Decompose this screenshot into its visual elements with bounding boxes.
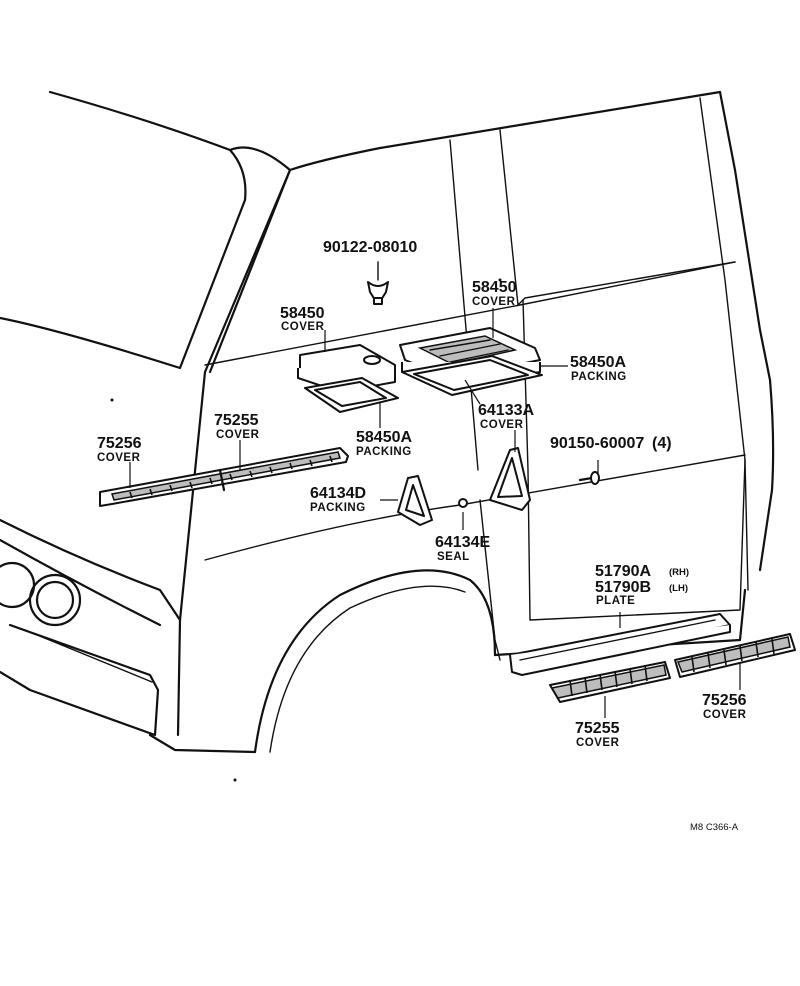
cover-upper-mid-part-no: 75255 xyxy=(214,412,259,429)
seal-name: SEAL xyxy=(437,551,470,563)
step-cover-left-part xyxy=(549,661,671,703)
packing-left-name: PACKING xyxy=(356,446,412,458)
plate-side-rh: (RH) xyxy=(669,567,689,578)
leader-lines xyxy=(129,308,741,718)
plate-side-lh: (LH) xyxy=(669,583,688,594)
screw-part-no: 90150-60007 xyxy=(550,435,644,452)
step-cover-left-name: COVER xyxy=(576,737,620,749)
callout-cover-upper-mid: 75255 COVER xyxy=(214,412,260,441)
callout-plate: 51790A (RH) 51790B (LH) PLATE xyxy=(595,563,689,607)
handle-cover-part-no: 64133A xyxy=(478,402,534,419)
packing-right-part xyxy=(401,355,543,396)
handle-packing-part xyxy=(397,475,433,526)
callout-screw: 90150-60007 (4) xyxy=(550,435,672,452)
plate-part-no-lh: 51790B xyxy=(595,579,651,596)
packing-left-part xyxy=(304,377,399,413)
cover-left-part-no: 58450 xyxy=(280,305,325,322)
upper-cover-strip xyxy=(99,447,349,507)
step-cover-right-name: COVER xyxy=(703,709,747,721)
plate-name: PLATE xyxy=(596,595,635,607)
handle-cover-part xyxy=(489,447,531,511)
windshield xyxy=(0,90,247,370)
figure-reference: M8 C366-A xyxy=(690,822,739,833)
callout-step-cover-right: 75256 COVER xyxy=(702,692,747,721)
callout-seal: 64134E SEAL xyxy=(435,534,490,563)
callout-handle-packing: 64134D PACKING xyxy=(310,485,366,514)
cover-right-name: COVER xyxy=(472,296,516,308)
callout-packing-left: 58450A PACKING xyxy=(356,429,412,458)
wing-bolt-part xyxy=(367,261,389,305)
screw-qty: (4) xyxy=(652,435,672,452)
handle-packing-name: PACKING xyxy=(310,502,366,514)
callout-cover-left: 58450 COVER xyxy=(280,305,325,333)
callout-packing-right: 58450A PACKING xyxy=(570,354,627,383)
callout-cover-upper-left: 75256 COVER xyxy=(97,435,142,464)
wing-bolt-part-no: 90122-08010 xyxy=(323,239,417,256)
handle-packing-part-no: 64134D xyxy=(310,485,366,502)
packing-right-name: PACKING xyxy=(571,371,627,383)
handle-cover-name: COVER xyxy=(480,419,524,431)
plate-part-no-rh: 51790A xyxy=(595,563,651,580)
cover-upper-left-name: COVER xyxy=(97,452,141,464)
roof-line xyxy=(288,90,722,172)
cover-left-name: COVER xyxy=(281,321,325,333)
step-cover-left-part-no: 75255 xyxy=(575,720,620,737)
step-cover-right-part-no: 75256 xyxy=(702,692,747,709)
cover-upper-left-part-no: 75256 xyxy=(97,435,142,452)
screw-part xyxy=(578,471,600,485)
callout-wing-bolt: 90122-08010 xyxy=(323,239,417,256)
packing-right-part-no: 58450A xyxy=(570,354,626,371)
seal-part-no: 64134E xyxy=(435,534,490,551)
cover-right-part-no: 58450 xyxy=(472,279,517,296)
step-plate-part xyxy=(509,613,731,676)
callout-handle-cover: 64133A COVER xyxy=(478,402,534,431)
van-body xyxy=(0,90,775,782)
cover-upper-mid-name: COVER xyxy=(216,429,260,441)
callout-cover-right: 58450 COVER xyxy=(472,279,517,308)
wheel-arch xyxy=(253,569,497,754)
seal-part xyxy=(458,498,468,508)
callout-step-cover-left: 75255 COVER xyxy=(575,720,620,749)
step-cover-right-part xyxy=(674,633,796,678)
packing-left-part-no: 58450A xyxy=(356,429,412,446)
